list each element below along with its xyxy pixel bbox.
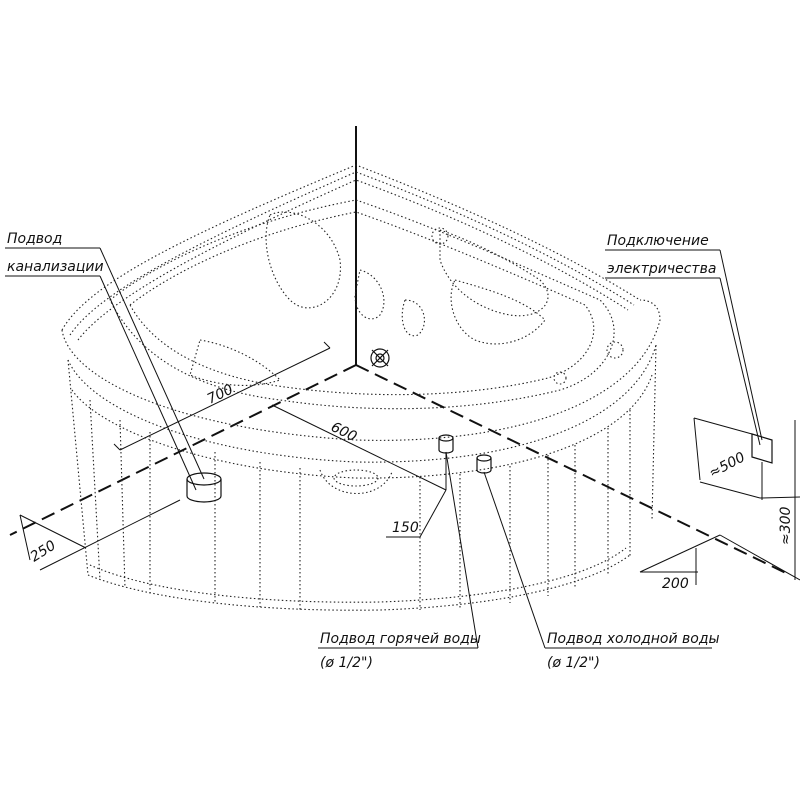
hot-water-label-line1: Подвод горячей воды: [320, 631, 481, 647]
leader-lines: [5, 247, 763, 649]
dim-500: ≈500: [706, 449, 748, 481]
dim-250: 250: [28, 538, 59, 566]
dim-200: 200: [662, 576, 689, 592]
cold-water-label-line2: (ø 1/2"): [547, 655, 600, 671]
floor-axis-right: [355, 364, 791, 576]
electric-label-line2: электричества: [607, 261, 716, 277]
electric-socket-icon: [751, 433, 773, 464]
dim-300: ≈300: [778, 506, 794, 545]
hot-water-label-line2: (ø 1/2"): [320, 655, 373, 671]
cold-water-pipe-icon: [476, 454, 492, 474]
dim-600: 600: [328, 419, 359, 445]
drain-valve-icon: [370, 348, 390, 368]
drain-label-line1: Подвод: [7, 231, 62, 247]
dimension-lines: [19, 341, 800, 585]
sewer-pipe-icon: [186, 472, 222, 503]
electric-label-line1: Подключение: [607, 233, 709, 249]
drain-label-line2: канализации: [7, 259, 104, 275]
bathtub-outline: [61, 164, 661, 611]
floor-axis-left: [9, 364, 357, 536]
cold-water-label-line1: Подвод холодной воды: [547, 631, 720, 647]
dim-150: 150: [392, 520, 419, 536]
